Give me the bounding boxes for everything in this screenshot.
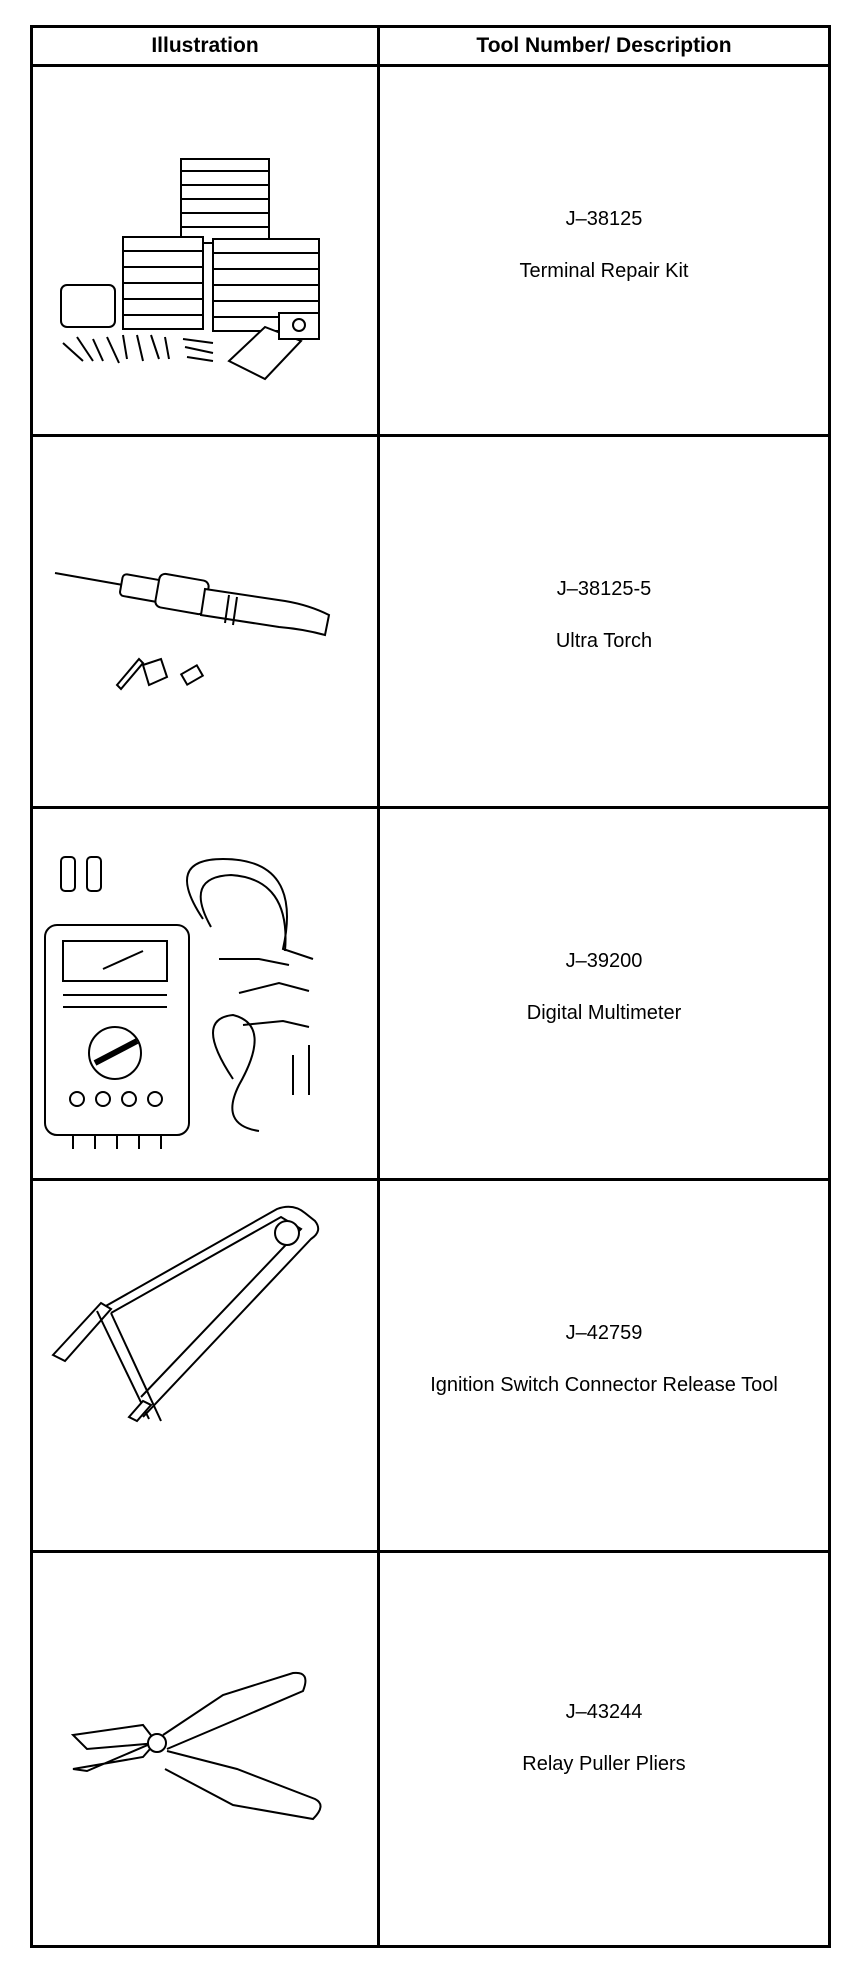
relay-puller-pliers-icon [70, 1671, 322, 1821]
table-row: J–38125 Terminal Repair Kit [33, 67, 828, 437]
table-row: J–39200 Digital Multimeter [33, 809, 828, 1181]
table-row: J–42759 Ignition Switch Connector Releas… [33, 1181, 828, 1553]
tool-table: Illustration Tool Number/ Description [30, 25, 831, 1948]
tool-name: Ignition Switch Connector Release Tool [430, 1374, 778, 1396]
terminal-repair-kit-icon [60, 158, 320, 381]
illustration-cell [33, 1553, 377, 1945]
illustration-cell [33, 809, 377, 1178]
tool-name: Digital Multimeter [526, 1002, 682, 1024]
tool-name: Relay Puller Pliers [522, 1753, 686, 1775]
tool-number: J–43244 [565, 1701, 643, 1723]
table-row: J–43244 Relay Puller Pliers [33, 1553, 828, 1945]
description-cell: J–42759 Ignition Switch Connector Releas… [380, 1181, 828, 1550]
release-tool-icon [51, 1205, 320, 1423]
tool-name: Terminal Repair Kit [519, 260, 689, 282]
header-illustration: Illustration [151, 34, 259, 57]
digital-multimeter-icon [44, 856, 314, 1149]
ultra-torch-icon [54, 572, 331, 691]
tool-number: J–42759 [565, 1322, 643, 1344]
tool-number: J–38125-5 [556, 578, 652, 600]
header-description: Tool Number/ Description [476, 34, 732, 57]
tool-number: J–39200 [565, 950, 643, 972]
illustration-cell [33, 437, 377, 806]
column-divider [377, 28, 380, 1945]
illustration-cell [33, 67, 377, 434]
description-cell: J–38125-5 Ultra Torch [380, 437, 828, 806]
description-cell: J–39200 Digital Multimeter [380, 809, 828, 1178]
tool-name: Ultra Torch [555, 630, 653, 652]
table-header: Illustration Tool Number/ Description [33, 28, 828, 67]
description-cell: J–38125 Terminal Repair Kit [380, 67, 828, 434]
table-row: J–38125-5 Ultra Torch [33, 437, 828, 809]
tool-number: J–38125 [565, 208, 643, 230]
illustration-cell [33, 1181, 377, 1550]
description-cell: J–43244 Relay Puller Pliers [380, 1553, 828, 1945]
